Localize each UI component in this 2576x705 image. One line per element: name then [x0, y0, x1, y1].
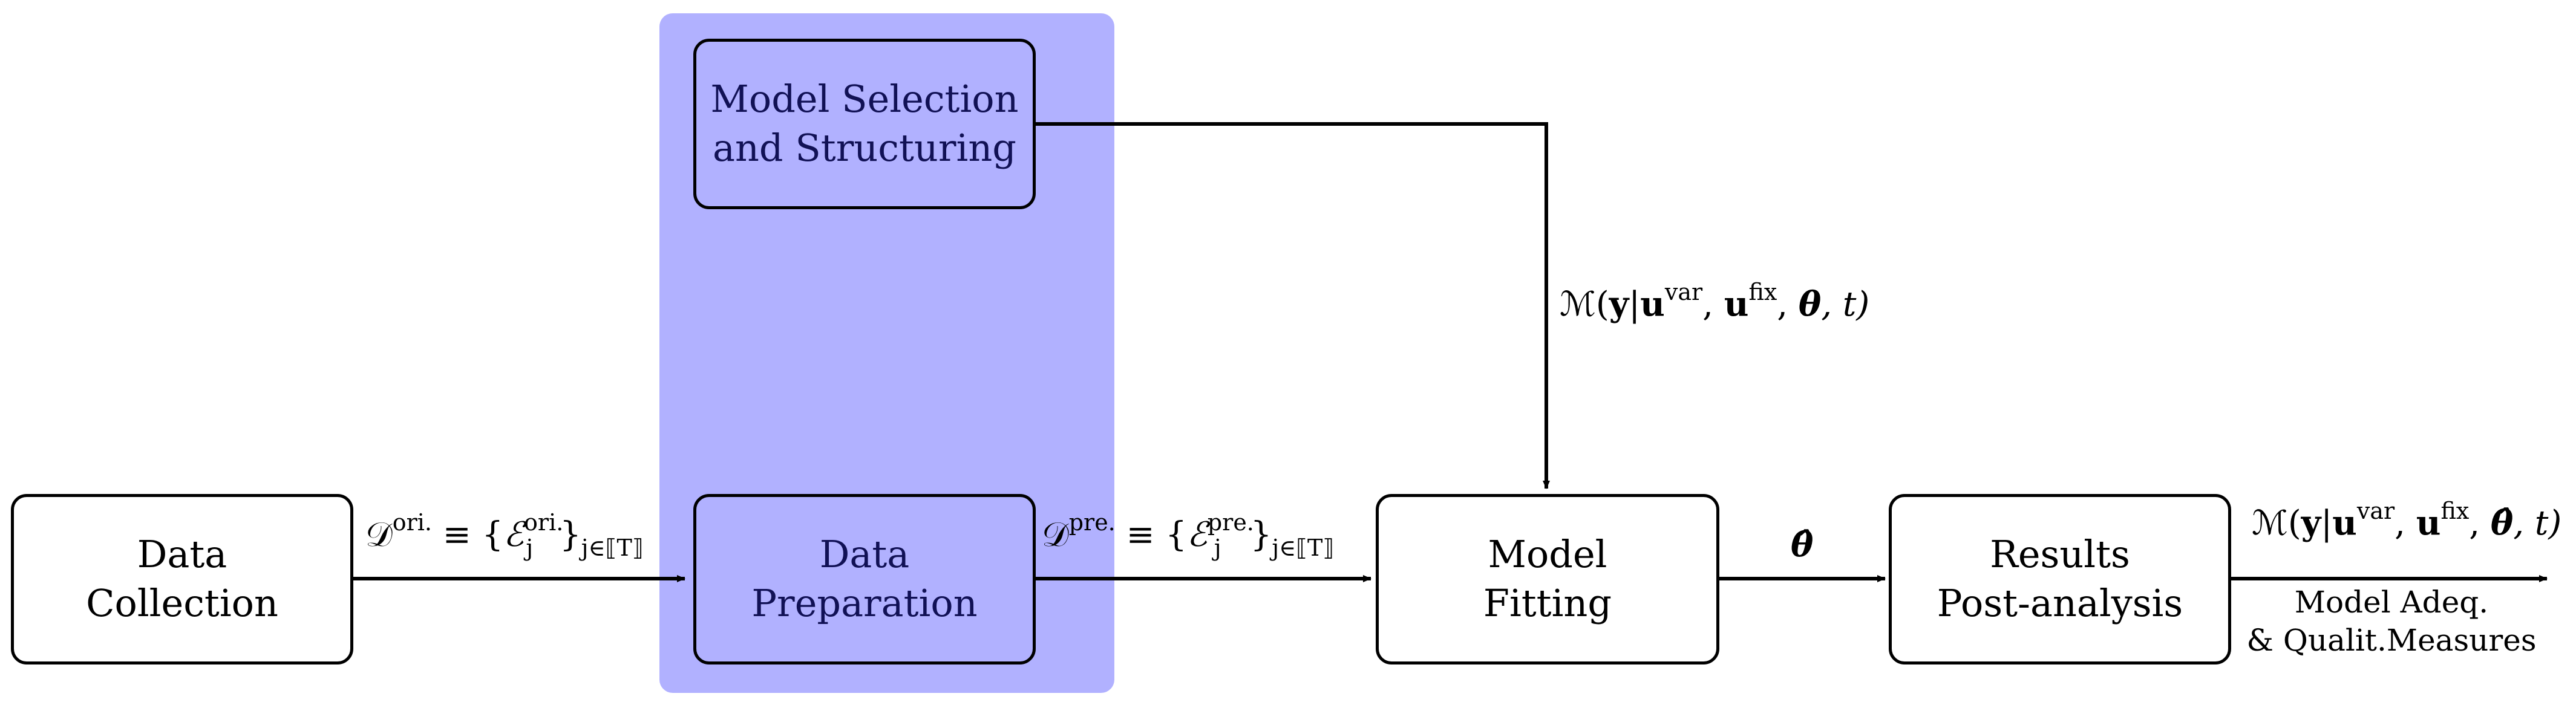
data-preparation-box: Data Preparation — [693, 494, 1036, 664]
final-expression-label: ℳ(y|uvar, ufix, θ̂, t) — [2252, 498, 2562, 543]
model-selection-box: Model Selection and Structuring — [693, 39, 1036, 209]
results-line2: Post-analysis — [1937, 581, 2183, 625]
data-collection-line1: Data — [137, 532, 227, 577]
model-fitting-box: Model Fitting — [1376, 494, 1719, 664]
measures-line1: Model Adeq. — [2294, 585, 2489, 620]
d-ori-label: 𝒟ori. ≡ {ℰori.j}j∈⟦T⟧ — [365, 509, 644, 561]
d-pre-label: 𝒟pre. ≡ {ℰpre.j}j∈⟦T⟧ — [1042, 509, 1335, 561]
measures-label: Model Adeq. & Qualit.Measures — [2236, 583, 2547, 659]
data-preparation-line2: Preparation — [751, 581, 978, 625]
arrow-selection-to-fitting — [1036, 122, 1550, 489]
model-fitting-line1: Model — [1488, 532, 1607, 577]
data-collection-line2: Collection — [86, 581, 278, 625]
theta-hat-label: θ̂ — [1791, 525, 1814, 565]
results-line1: Results — [1990, 532, 2130, 577]
model-expression-label: ℳ(y|uvar, ufix, θ, t) — [1560, 279, 1870, 324]
model-fitting-line2: Fitting — [1483, 581, 1612, 625]
data-collection-box: Data Collection — [11, 494, 353, 664]
model-selection-line1: Model Selection — [710, 77, 1019, 122]
data-preparation-line1: Data — [819, 532, 910, 577]
model-selection-line2: and Structuring — [713, 126, 1016, 170]
measures-line2: & Qualit.Measures — [2246, 622, 2537, 658]
results-box: Results Post-analysis — [1889, 494, 2231, 664]
